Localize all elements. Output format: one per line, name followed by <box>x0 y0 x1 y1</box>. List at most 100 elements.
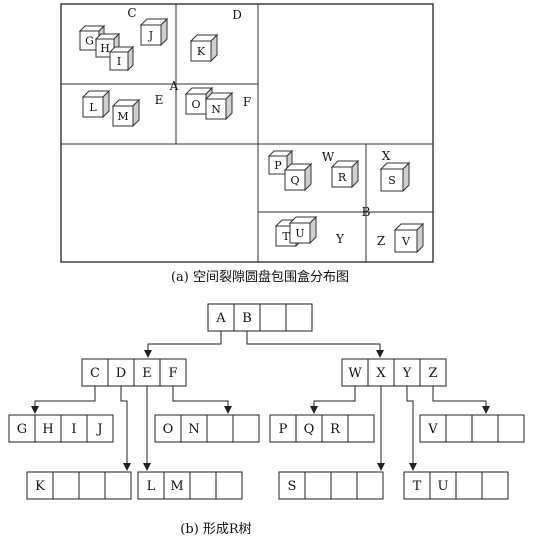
node-cell <box>52 471 80 500</box>
rtree-node-d: K <box>26 471 132 500</box>
cube-label: P <box>274 159 282 172</box>
edge-b <box>246 331 384 358</box>
region-label-e: E <box>155 93 164 107</box>
node-cell <box>455 471 483 500</box>
node-cell-label: U <box>438 479 449 494</box>
node-cell <box>78 471 106 500</box>
node-cell <box>8 414 36 443</box>
cube-r: R <box>330 159 360 189</box>
node-cell <box>471 414 499 443</box>
cube-label: M <box>117 110 128 123</box>
caption-b: (b) 形成R树 <box>180 522 251 537</box>
node-cell <box>330 471 358 500</box>
cube-u: U <box>288 215 318 245</box>
cube-label: L <box>89 101 97 114</box>
node-cell-label: H <box>42 422 53 437</box>
edge-f <box>172 386 232 414</box>
cube-label: N <box>211 103 221 116</box>
cube-front-face <box>331 166 353 188</box>
node-cell-label: C <box>90 366 100 381</box>
cube-k: K <box>189 33 219 63</box>
node-cell-label: T <box>413 479 422 494</box>
cube-q: Q <box>283 162 313 192</box>
cube-front-face <box>268 155 288 175</box>
node-cell-label: E <box>142 366 152 381</box>
edge-w <box>310 386 356 414</box>
cube-front-face <box>82 96 104 118</box>
node-cell-label: S <box>288 479 297 494</box>
edge-y <box>406 386 417 471</box>
edge-c <box>31 386 96 414</box>
node-cell <box>163 471 191 500</box>
cube-front-face <box>380 168 404 192</box>
node-cell-label: P <box>279 422 288 437</box>
node-cell-label: N <box>188 422 199 437</box>
cube-i: I <box>108 45 135 72</box>
cube-label: K <box>197 45 206 58</box>
cube-front-face <box>109 51 129 71</box>
caption-a: (a) 空间裂隙圆盘包围盒分布图 <box>171 269 349 285</box>
cube-label: U <box>295 227 304 240</box>
cube-label: R <box>338 171 347 184</box>
node-cell <box>86 414 114 443</box>
node-cell-label: J <box>95 422 102 437</box>
region-label-a: A <box>169 79 179 93</box>
cube-l: L <box>81 89 111 119</box>
node-cell-label: F <box>168 366 177 381</box>
node-cell <box>34 414 62 443</box>
cube-label: I <box>117 55 121 68</box>
rtree-node-x: S <box>278 471 384 500</box>
outer-frame <box>60 3 434 263</box>
cube-front-face <box>289 222 311 244</box>
node-cell <box>497 414 525 443</box>
node-cell <box>367 358 395 387</box>
cube-j: J <box>139 17 169 47</box>
node-cell <box>285 303 313 332</box>
cube-n: N <box>204 91 234 121</box>
node-cell <box>321 414 349 443</box>
node-cell-label: O <box>163 422 174 437</box>
node-cell-label: R <box>330 422 341 437</box>
node-cell-label: W <box>348 366 362 381</box>
node-cell-label: Q <box>304 422 315 437</box>
node-cell <box>403 471 431 500</box>
node-cell <box>419 414 447 443</box>
cube-label: H <box>100 42 110 55</box>
cube-v: V <box>393 222 425 254</box>
cube-label: S <box>388 174 396 187</box>
cube-label: Q <box>290 174 299 187</box>
edge-d <box>120 386 131 471</box>
node-cell <box>347 414 375 443</box>
node-cell <box>189 471 217 500</box>
cube-label: J <box>148 29 153 42</box>
node-cell <box>206 414 234 443</box>
cube-label: T <box>282 230 290 243</box>
node-cell-label: K <box>35 479 45 494</box>
node-cell-label: Z <box>428 366 437 381</box>
cube-front-face <box>394 229 418 253</box>
node-cell <box>232 414 260 443</box>
node-cell <box>207 303 235 332</box>
node-cell <box>233 303 261 332</box>
node-cell <box>26 471 54 500</box>
node-cell <box>481 471 509 500</box>
node-cell <box>259 303 287 332</box>
node-cell <box>278 471 306 500</box>
node-cell <box>60 414 88 443</box>
cube-label: G <box>85 35 94 48</box>
cube-front-face <box>205 98 227 120</box>
region-label-f: F <box>243 95 251 109</box>
node-cell-label: Y <box>402 366 412 381</box>
cube-s: S <box>379 161 411 193</box>
edge-a <box>144 331 222 358</box>
cube-label: V <box>401 235 411 248</box>
